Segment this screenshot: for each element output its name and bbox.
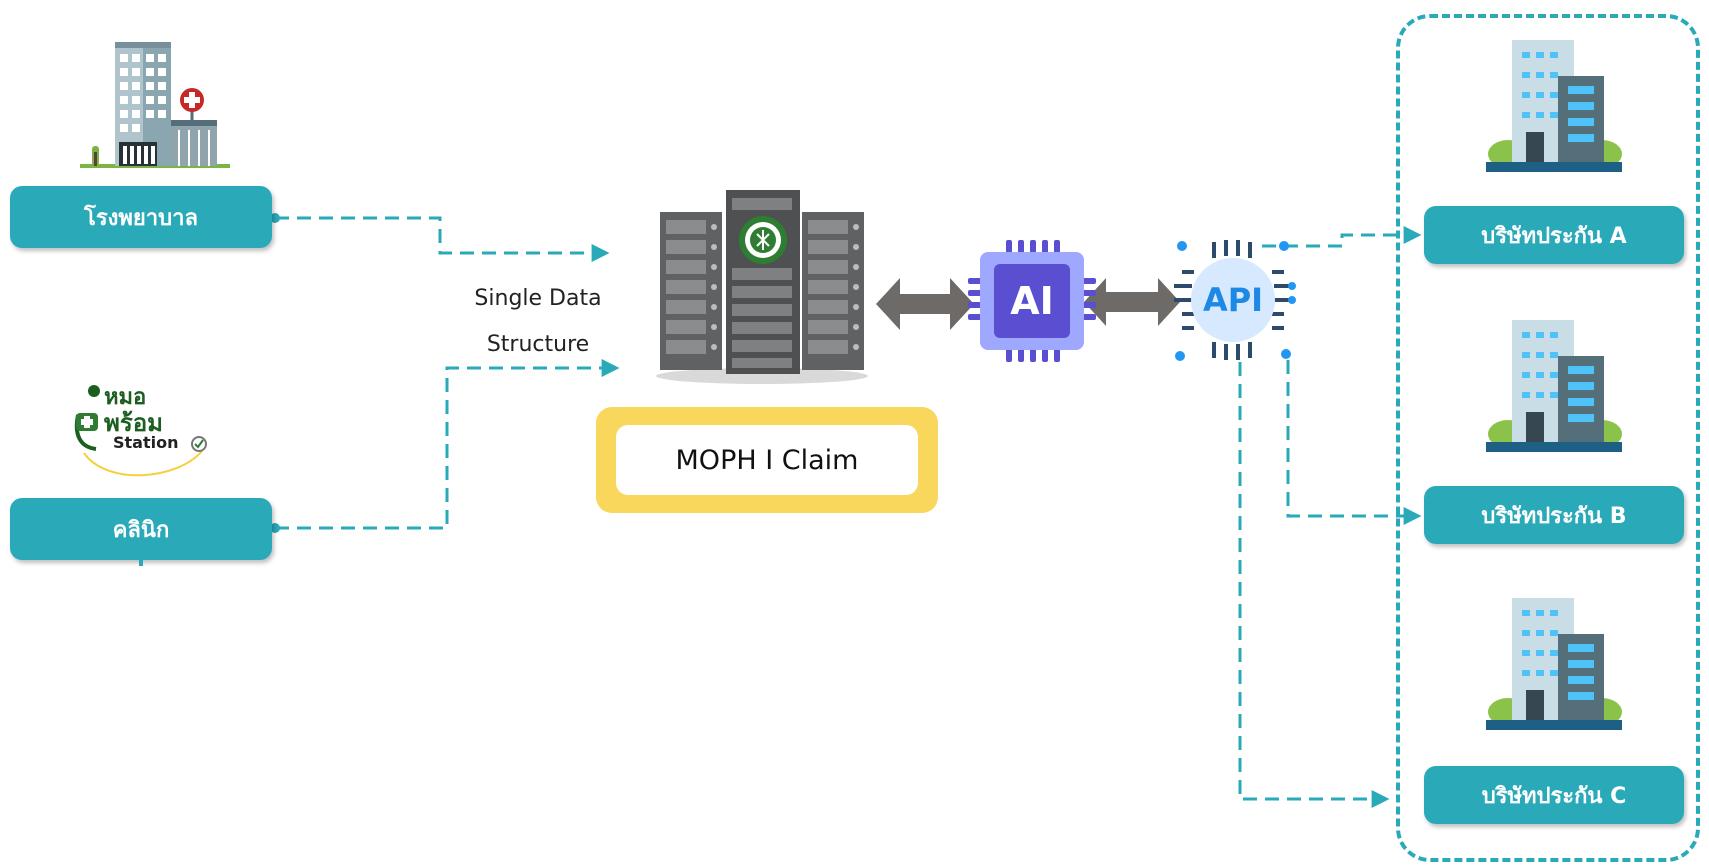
insurer-c-building-icon — [1486, 598, 1622, 730]
insurer-b-building-icon — [1486, 320, 1622, 452]
api-label: API — [1202, 281, 1264, 319]
insurer-b-label: บริษัทประกัน B — [1424, 486, 1684, 544]
chip-pins-icon — [968, 240, 1096, 362]
caption-line2: Structure — [486, 332, 590, 357]
stethoscope-icon — [74, 385, 207, 477]
clinic-logo-line3: Station — [113, 433, 179, 452]
insurers-group-frame — [1396, 14, 1700, 862]
insurer-c-label: บริษัทประกัน C — [1424, 766, 1684, 824]
single-data-structure-caption: Single Data Structure — [458, 276, 618, 368]
server-ai-double-arrow — [876, 278, 974, 330]
api-to-insurer-c-connector — [1238, 362, 1390, 808]
ai-chip-icon: AI — [966, 238, 1098, 364]
hospital-to-server-connector — [275, 216, 610, 262]
clinic-to-server-connector — [275, 359, 620, 530]
hospital-icon — [80, 42, 230, 168]
clinic-logo: หมอ พร้อม Station — [66, 375, 216, 485]
clinic-logo-line2: พร้อม — [104, 409, 163, 437]
caption-line1: Single Data — [474, 286, 602, 311]
api-icon: API — [1168, 236, 1298, 366]
clinic-label-tick — [139, 560, 143, 566]
ai-api-double-arrow — [1084, 278, 1180, 326]
insurer-a-label: บริษัทประกัน A — [1424, 206, 1684, 264]
server-icon — [656, 190, 868, 384]
hospital-connector-dot — [270, 213, 280, 223]
api-circuit-icon — [1174, 240, 1296, 361]
moph-claim-label: MOPH I Claim — [616, 425, 918, 495]
ai-chip-label: AI — [1010, 279, 1054, 323]
insurer-a-building-icon — [1486, 40, 1622, 172]
clinic-connector-dot — [270, 523, 280, 533]
api-to-insurer-b-connector — [1286, 360, 1422, 525]
clinic-label: คลินิก — [10, 498, 272, 560]
clinic-logo-line1: หมอ — [104, 385, 147, 410]
hospital-label: โรงพยาบาล — [10, 186, 272, 248]
